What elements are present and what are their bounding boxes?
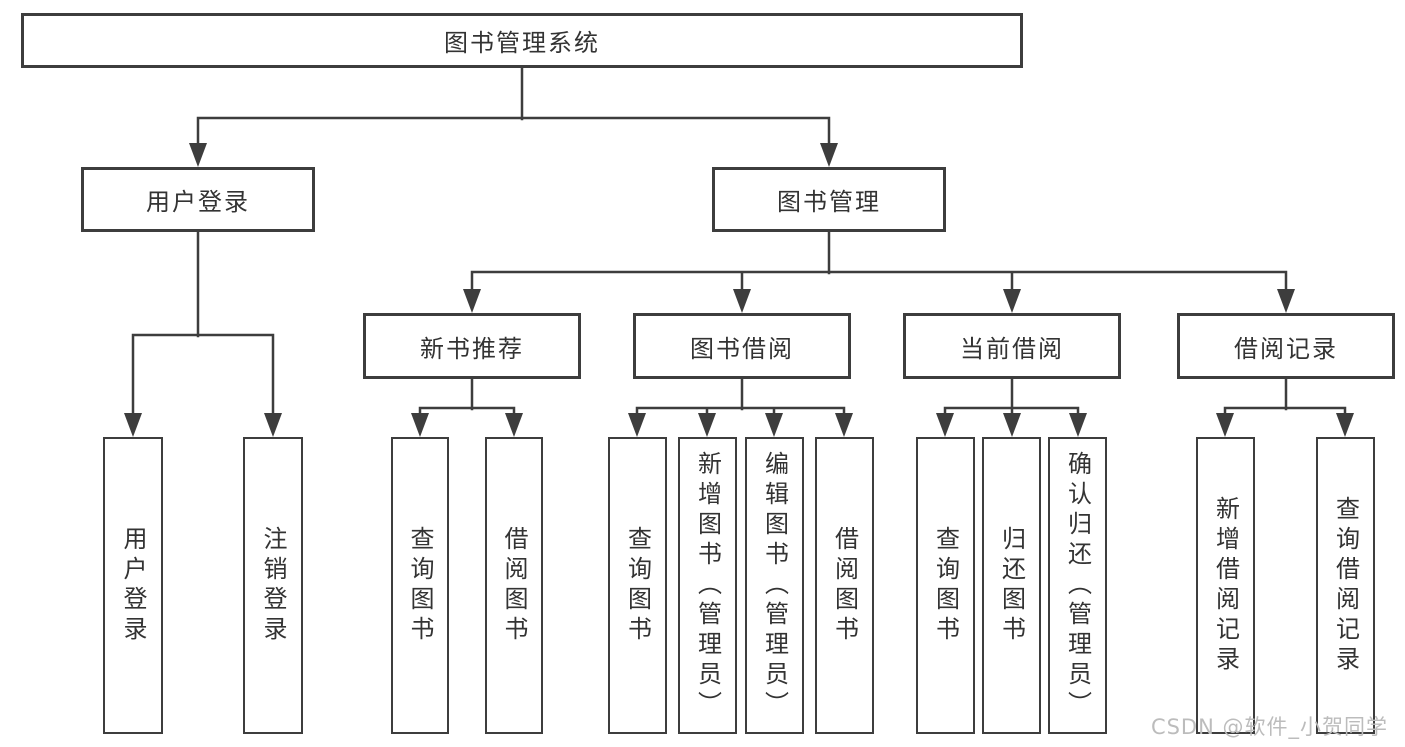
leaf-borrow-borrow-books-label: 借阅图书 <box>830 525 859 646</box>
node-borrowing-records-label: 借阅记录 <box>1234 334 1338 363</box>
leaf-borrow-query-books-label: 查询图书 <box>623 525 652 646</box>
leaf-logout-label: 注销登录 <box>259 525 287 646</box>
leaf-return-book: 归还图书 <box>982 437 1041 734</box>
node-book-borrowing-label: 图书借阅 <box>690 334 794 363</box>
node-book-management-label: 图书管理 <box>777 188 881 216</box>
leaf-confirm-return-admin: 确认归还（管理员） <box>1048 437 1107 734</box>
leaf-add-borrow-record-label: 新增借阅记录 <box>1211 495 1240 676</box>
leaf-query-borrow-record: 查询借阅记录 <box>1316 437 1375 734</box>
node-new-book-recommend-label: 新书推荐 <box>420 334 524 363</box>
leaf-user-login-label: 用户登录 <box>119 525 147 646</box>
node-current-borrowing: 当前借阅 <box>903 313 1121 379</box>
node-library-system-label: 图书管理系统 <box>444 29 600 57</box>
leaf-borrow-query-books: 查询图书 <box>608 437 667 734</box>
node-borrowing-records: 借阅记录 <box>1177 313 1395 379</box>
leaf-add-borrow-record: 新增借阅记录 <box>1196 437 1255 734</box>
leaf-current-query-books: 查询图书 <box>916 437 975 734</box>
csdn-watermark: CSDN @软件_小贺同学 <box>1150 715 1388 739</box>
leaf-recommend-borrow-books: 借阅图书 <box>485 437 543 734</box>
node-user-login: 用户登录 <box>81 167 315 232</box>
leaf-user-login: 用户登录 <box>103 437 163 734</box>
leaf-edit-book-admin: 编辑图书（管理员） <box>745 437 804 734</box>
leaf-recommend-query-books: 查询图书 <box>391 437 449 734</box>
node-user-login-label: 用户登录 <box>146 188 250 216</box>
node-new-book-recommend: 新书推荐 <box>363 313 581 379</box>
leaf-query-borrow-record-label: 查询借阅记录 <box>1331 495 1360 676</box>
leaf-return-book-label: 归还图书 <box>997 525 1026 646</box>
node-book-borrowing: 图书借阅 <box>633 313 851 379</box>
leaf-add-book-admin: 新增图书（管理员） <box>678 437 737 734</box>
node-book-management: 图书管理 <box>712 167 946 232</box>
arrowheads <box>124 143 1354 437</box>
leaf-add-book-admin-label: 新增图书（管理员） <box>693 450 722 721</box>
leaf-recommend-query-books-label: 查询图书 <box>406 525 434 646</box>
leaf-logout: 注销登录 <box>243 437 303 734</box>
leaf-borrow-borrow-books: 借阅图书 <box>815 437 874 734</box>
leaf-recommend-borrow-books-label: 借阅图书 <box>500 525 528 646</box>
node-library-system: 图书管理系统 <box>21 13 1023 68</box>
leaf-current-query-books-label: 查询图书 <box>931 525 960 646</box>
node-current-borrowing-label: 当前借阅 <box>960 334 1064 363</box>
leaf-confirm-return-admin-label: 确认归还（管理员） <box>1063 450 1092 721</box>
leaf-edit-book-admin-label: 编辑图书（管理员） <box>760 450 789 721</box>
